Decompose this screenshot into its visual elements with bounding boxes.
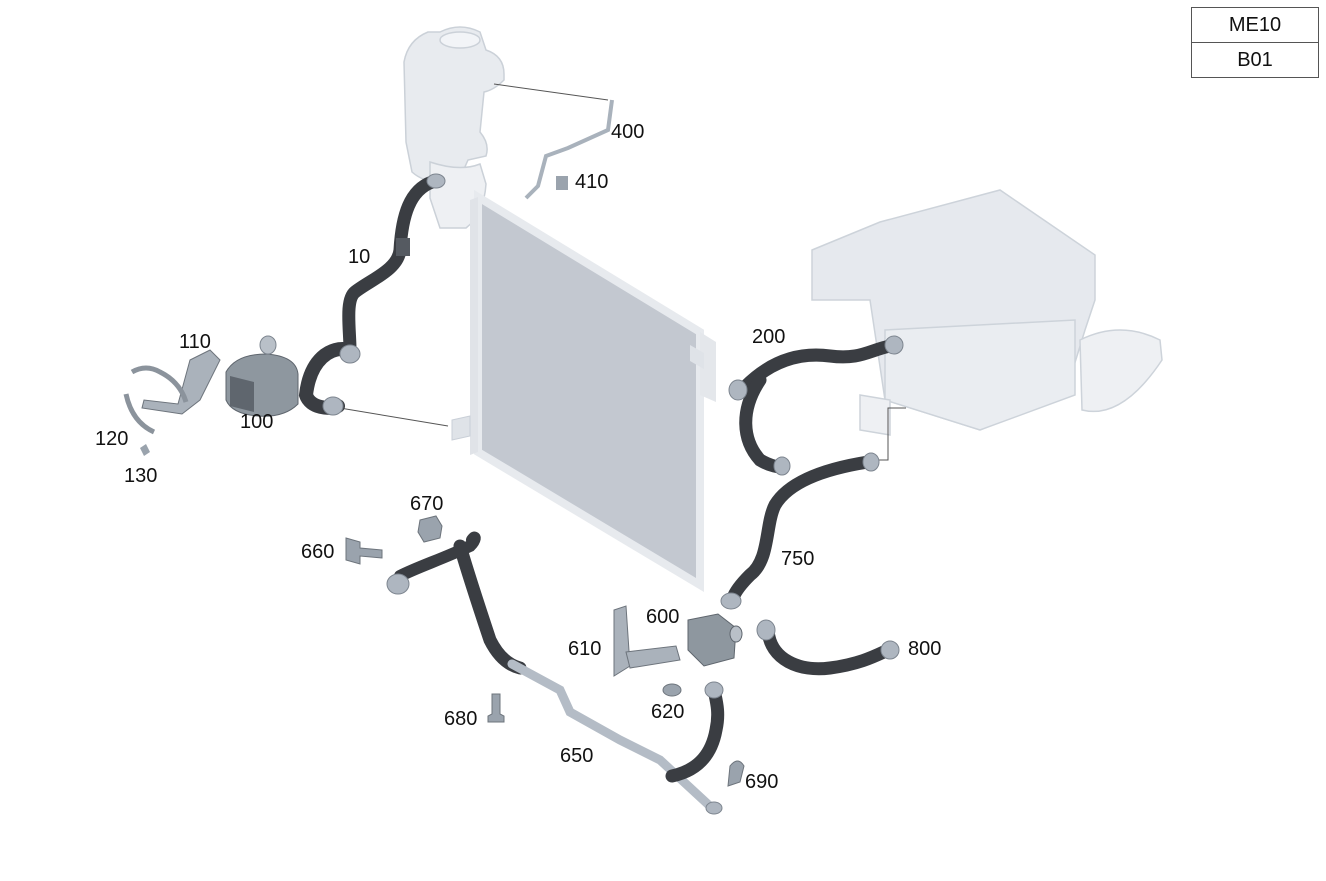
hose-10	[298, 175, 439, 415]
water-pump-100	[225, 335, 299, 417]
part-label-110: 110	[179, 331, 211, 353]
part-label-680: 680	[444, 708, 477, 730]
thermostat-600	[687, 613, 743, 667]
hose-10-fittings	[322, 173, 446, 416]
clamp-410	[556, 176, 568, 190]
engine-block	[811, 189, 1163, 436]
part-label-610: 610	[568, 638, 601, 660]
hose-200-fittings	[728, 335, 904, 476]
screw-130	[140, 444, 150, 456]
part-label-670: 670	[410, 493, 443, 515]
hose-650	[394, 531, 725, 813]
part-label-100: 100	[240, 411, 273, 433]
sensor-660	[345, 537, 383, 565]
clip-670	[417, 515, 443, 543]
part-label-620: 620	[651, 701, 684, 723]
bracket-610	[613, 605, 681, 677]
leader-lines	[339, 83, 906, 461]
radiator	[451, 189, 716, 593]
part-label-130: 130	[124, 465, 157, 487]
bracket-110	[141, 349, 221, 415]
part-label-200: 200	[752, 326, 785, 348]
hose-650-fittings	[386, 573, 724, 815]
hose-750	[726, 455, 875, 605]
part-label-690: 690	[745, 771, 778, 793]
hose-750-fittings	[720, 452, 880, 610]
part-label-400: 400	[611, 121, 644, 143]
reference-box: ME10 B01	[1191, 7, 1319, 78]
part-label-660: 660	[301, 541, 334, 563]
hose-800	[761, 623, 895, 676]
part-label-650: 650	[560, 745, 593, 767]
plug-620	[662, 683, 682, 697]
reference-model: ME10	[1228, 14, 1282, 36]
part-label-600: 600	[646, 606, 679, 628]
vent-pipe-400	[524, 99, 614, 200]
part-label-410: 410	[575, 171, 608, 193]
bolt-680	[487, 693, 505, 723]
reference-group: B01	[1192, 42, 1318, 77]
bracket-120	[123, 365, 189, 435]
hose-800-fittings	[756, 619, 900, 660]
part-label-800: 800	[908, 638, 941, 660]
part-label-120: 120	[95, 428, 128, 450]
part-label-10: 10	[348, 246, 370, 268]
part-label-750: 750	[781, 548, 814, 570]
part-labels: 400 410 10 110 100 120 130 200 670 660 7…	[95, 121, 941, 793]
clip-690	[727, 760, 745, 787]
